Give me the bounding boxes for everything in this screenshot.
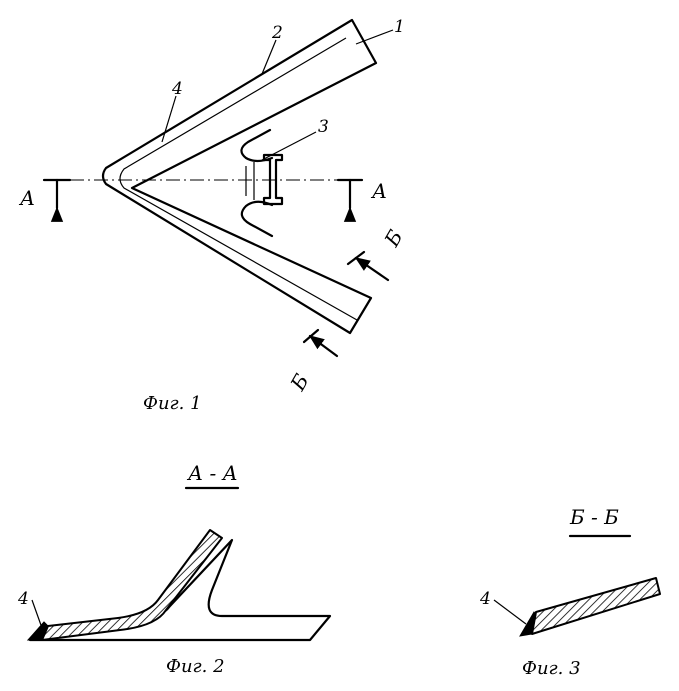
section-label-bb-upper: Б <box>379 226 408 252</box>
leader-part-2 <box>261 39 277 75</box>
fig3-hatched-section <box>531 577 661 635</box>
section-label-aa-left: А <box>18 186 35 210</box>
section-marker-aa-left <box>42 178 72 222</box>
section-marker-bb-lower <box>302 328 339 358</box>
figure-1: А А Б Б 1 2 3 4 Фиг. 1 <box>18 17 408 414</box>
title-figure-2: А - А <box>186 461 238 485</box>
leader-fig3-part-4 <box>493 599 527 625</box>
caption-figure-1: Фиг. 1 <box>143 393 202 414</box>
label-part-4: 4 <box>171 79 183 99</box>
title-figure-3: Б - Б <box>569 505 619 529</box>
holder-profile <box>262 153 284 206</box>
caption-figure-3: Фиг. 3 <box>522 658 581 679</box>
fig3-cutting-edge <box>519 611 537 637</box>
leader-part-1 <box>355 29 394 45</box>
leader-fig2-part-4 <box>31 599 43 629</box>
figure-3: Б - Б 4 Фиг. 3 <box>479 505 661 679</box>
label-part-2: 2 <box>271 23 283 43</box>
section-marker-bb-upper <box>346 250 390 282</box>
lower-slot-contour <box>240 200 274 238</box>
label-part-3: 3 <box>318 117 329 137</box>
upper-slot-contour <box>240 128 274 163</box>
label-part-1: 1 <box>394 17 405 37</box>
blade-edge-line <box>119 37 358 321</box>
share-body-outline <box>101 18 378 335</box>
leader-part-4 <box>161 95 177 143</box>
fig2-hatched-blade <box>41 529 223 641</box>
leader-part-3 <box>261 131 317 161</box>
label-fig3-part-4: 4 <box>479 589 491 609</box>
figure-2: А - А 4 Фиг. 2 <box>17 461 332 677</box>
label-fig2-part-4: 4 <box>17 589 29 609</box>
section-label-bb-lower: Б <box>285 370 314 396</box>
section-marker-aa-right <box>336 178 364 222</box>
section-label-aa-right: А <box>370 179 387 203</box>
fig2-cutting-edge <box>26 621 49 641</box>
caption-figure-2: Фиг. 2 <box>166 656 225 677</box>
